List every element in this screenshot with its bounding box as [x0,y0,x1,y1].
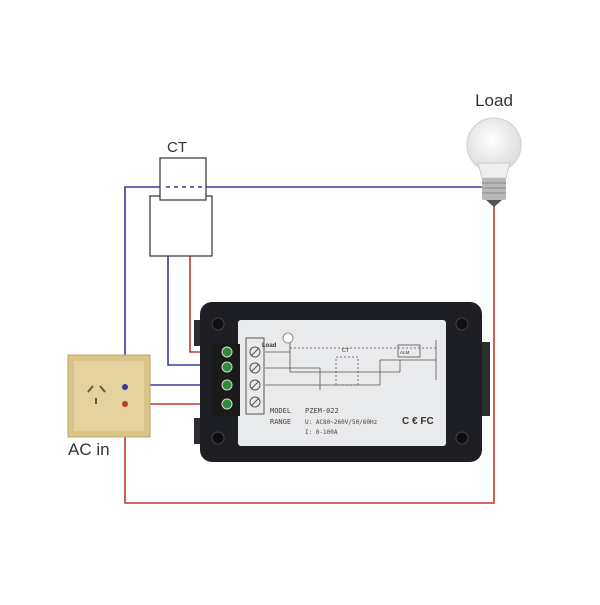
diagram-alm-label: ALM [400,350,410,355]
terminal-screw-icon [221,361,233,373]
ac-socket: AC in [67,354,151,459]
socket-slot-icon [99,385,106,393]
screw-icon [455,317,469,331]
certification-marks: C € FC [402,416,434,427]
screw-icon [211,317,225,331]
screw-icon [211,431,225,445]
device-label-panel [238,320,446,446]
terminal-screw-icon [221,379,233,391]
model-label: MODEL [270,407,291,415]
range-label: RANGE [270,418,291,426]
live-wire-socket-loop [124,205,495,504]
bulb-base-icon [482,178,506,200]
diagram-load-label: Load [262,343,277,349]
load-label: Load [475,91,513,110]
current-transformer: CT [149,139,213,257]
range-current: I: 0-100A [305,429,338,436]
socket-slot-icon [87,385,94,393]
power-meter: Load CT ALM MODEL PZEM-022 RANGE U: AC80… [194,302,490,462]
terminal-screw-icon [221,398,233,410]
mini-schematic [265,340,437,390]
ct-label: CT [167,139,187,156]
terminal-screw-icon [221,346,233,358]
range-voltage: U: AC80~260V/50/60Hz [305,419,378,426]
diagram-ct-label: CT [342,348,350,354]
model-value: PZEM-022 [305,407,339,415]
mini-bulb-icon [282,332,294,344]
ac-in-label: AC in [68,440,110,459]
screw-icon [455,431,469,445]
load-bulb: Load [466,91,522,207]
neutral-wire-ct-to-meter [167,255,212,366]
